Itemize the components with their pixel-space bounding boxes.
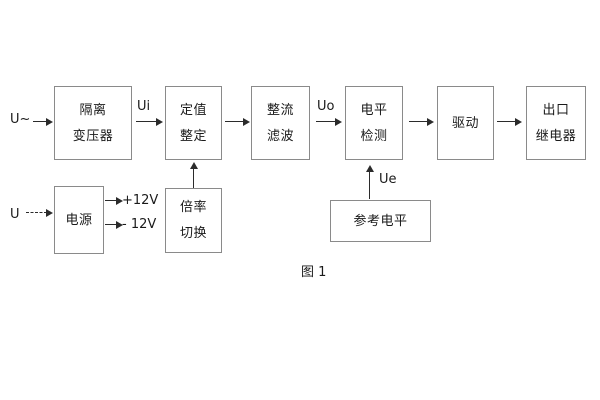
block-multiplier-switch-line-1: 切换 xyxy=(179,226,207,241)
block-isolation-transformer-line-1: 变压器 xyxy=(72,128,114,144)
block-setting-value[interactable]: 定值 整定 xyxy=(165,86,222,160)
block-level-detection-line-0: 电平 xyxy=(360,102,388,118)
block-rectify-filter[interactable]: 整流 滤波 xyxy=(251,86,310,160)
block-isolation-transformer[interactable]: 隔离 变压器 xyxy=(54,86,132,160)
block-multiplier-switch-line-0: 倍率 xyxy=(179,200,207,215)
arrow-setting-value-to-rectify-filter xyxy=(225,117,250,126)
arrow-power-supply-negative-rail xyxy=(105,220,123,229)
block-rectify-filter-line-1: 滤波 xyxy=(266,128,294,144)
arrow-input-ac-to-isolation-transformer xyxy=(33,117,53,126)
arrow-drive-to-output-relay xyxy=(497,117,522,126)
rail-positive-label: +12V xyxy=(122,193,159,208)
block-reference-level-line-0: 参考电平 xyxy=(353,213,408,229)
block-drive-line-0: 驱动 xyxy=(451,115,479,131)
block-setting-value-line-0: 定值 xyxy=(179,102,207,118)
block-setting-value-line-1: 整定 xyxy=(179,128,207,144)
block-output-relay-line-0: 出口 xyxy=(542,102,570,118)
signal-uo-label: Uo xyxy=(317,99,335,114)
arrow-level-detection-to-drive xyxy=(409,117,434,126)
block-output-relay[interactable]: 出口 继电器 xyxy=(526,86,586,160)
block-power-supply-line-0: 电源 xyxy=(65,212,93,228)
block-multiplier-switch[interactable]: 倍率 切换 xyxy=(165,188,222,253)
block-level-detection-line-1: 检测 xyxy=(360,128,388,144)
block-rectify-filter-line-0: 整流 xyxy=(266,102,294,118)
block-output-relay-line-1: 继电器 xyxy=(535,128,577,144)
block-power-supply[interactable]: 电源 xyxy=(54,186,104,254)
arrow-power-supply-positive-rail xyxy=(105,196,123,205)
arrow-isolation-transformer-to-setting-value xyxy=(136,117,163,126)
arrow-reference-level-to-level-detection xyxy=(365,165,374,199)
arrow-rectify-filter-to-level-detection xyxy=(316,117,342,126)
rail-negative-label: - 12V xyxy=(122,217,157,232)
block-drive[interactable]: 驱动 xyxy=(437,86,494,160)
figure-caption: 图 1 xyxy=(301,265,327,280)
arrow-multiplier-switch-to-setting-value xyxy=(189,162,198,188)
signal-ui-label: Ui xyxy=(137,99,151,114)
input-ac-label: U~ xyxy=(10,112,31,127)
block-isolation-transformer-line-0: 隔离 xyxy=(79,102,107,118)
signal-ue-label: Ue xyxy=(379,172,397,187)
arrow-input-dc-to-power-supply xyxy=(26,208,54,217)
block-reference-level[interactable]: 参考电平 xyxy=(330,200,431,242)
input-dc-label: U xyxy=(10,207,20,222)
block-level-detection[interactable]: 电平 检测 xyxy=(345,86,403,160)
